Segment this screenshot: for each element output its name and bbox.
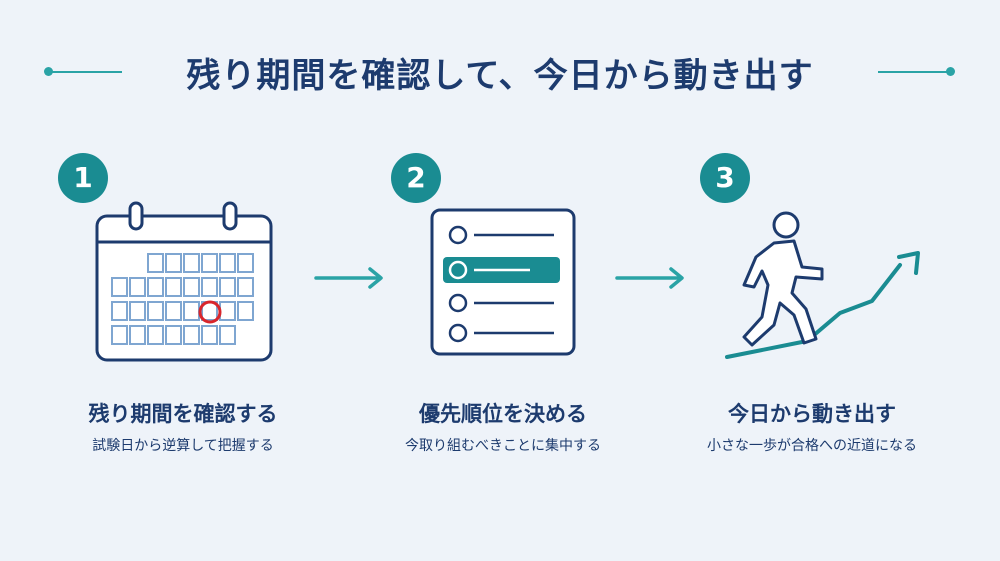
step-title-1: 残り期間を確認する — [88, 402, 278, 426]
header: 残り期間を確認して、今日から動き出す — [0, 42, 1000, 102]
title-decoration-dot-left — [44, 67, 53, 76]
checklist-icon — [430, 208, 576, 356]
step-description-2: 今取り組むべきことに集中する — [405, 438, 601, 454]
step-number-badge-2: 2 — [391, 153, 441, 203]
title-decoration-line-right — [878, 71, 948, 73]
title-decoration-dot-right — [946, 67, 955, 76]
arrow-right-icon — [615, 267, 684, 289]
walking-person-icon — [725, 211, 920, 359]
step-title-2: 優先順位を決める — [419, 402, 587, 426]
step-description-1: 試験日から逆算して把握する — [92, 438, 274, 454]
title-decoration-line-left — [52, 71, 122, 73]
step-number-badge-3: 3 — [700, 153, 750, 203]
step-description-3: 小さな一歩が合格への近道になる — [707, 438, 917, 454]
step-number-badge-1: 1 — [58, 153, 108, 203]
calendar-icon — [95, 201, 273, 362]
page-title: 残り期間を確認して、今日から動き出す — [186, 56, 814, 96]
step-title-3: 今日から動き出す — [728, 402, 896, 426]
arrow-right-icon — [314, 267, 383, 289]
